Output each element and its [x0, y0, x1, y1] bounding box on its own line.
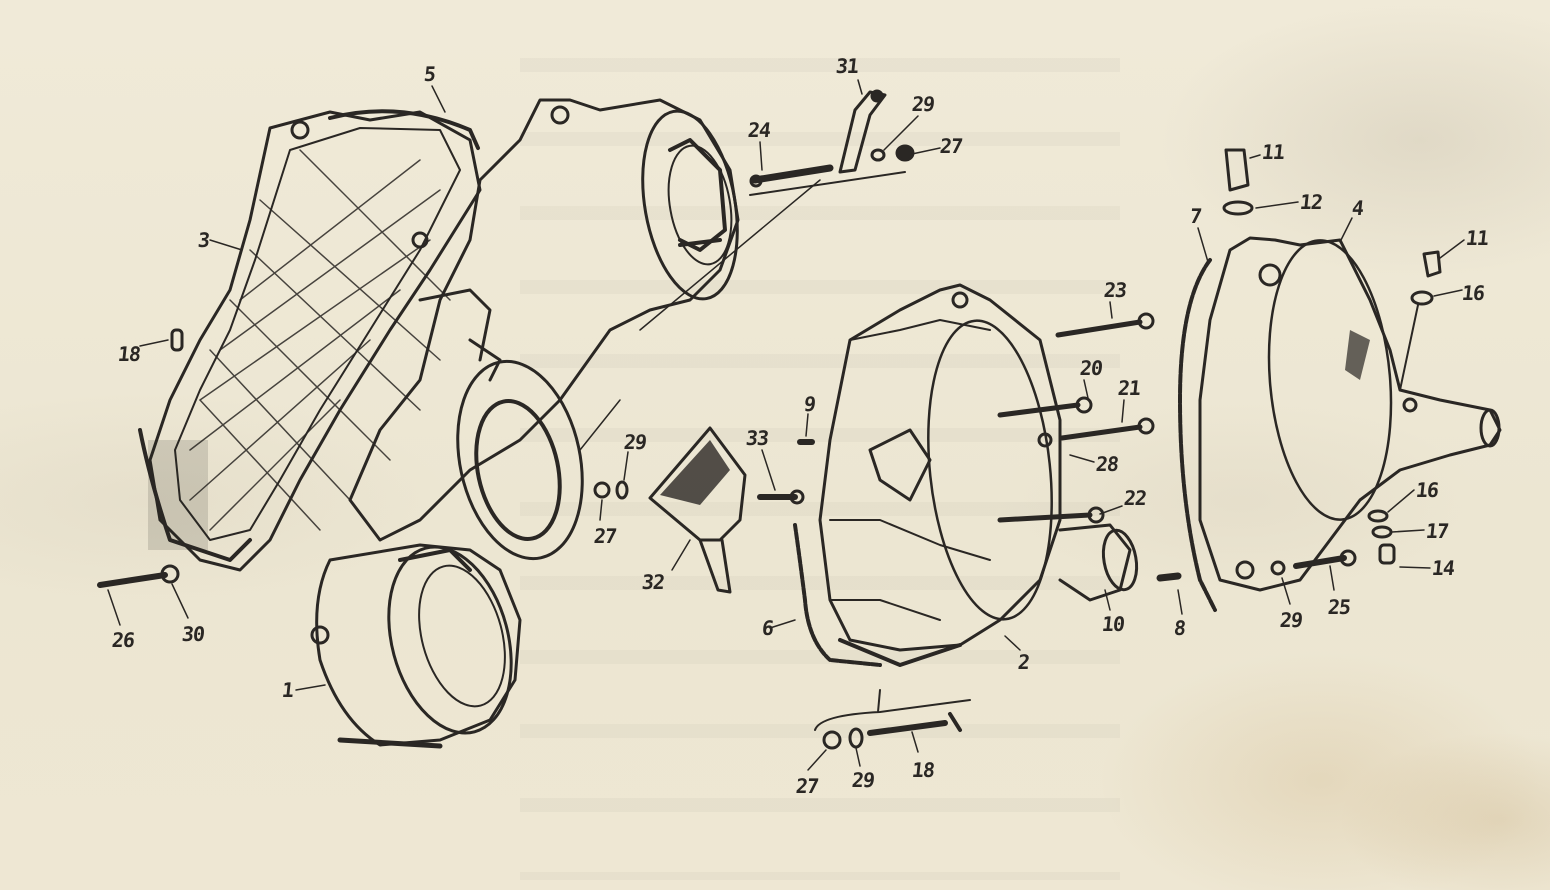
bolt-20 [997, 396, 1093, 418]
callout-29-mid: 29 [622, 430, 648, 454]
callout-25: 25 [1326, 595, 1352, 619]
part-6-gasket [793, 523, 882, 667]
callout-11-top: 11 [1260, 140, 1286, 164]
part-18-plug [170, 328, 184, 352]
bolt-21 [1059, 417, 1155, 441]
callout-27-top: 27 [938, 134, 964, 158]
part-7-gasket [1178, 258, 1217, 612]
callout-leader-lines [107, 79, 1465, 771]
part-29-washer [615, 480, 629, 500]
callout-30: 30 [180, 622, 206, 646]
callout-33: 33 [744, 426, 770, 450]
clutch-housing [418, 288, 584, 561]
callout-1: 1 [280, 678, 295, 702]
callout-4: 4 [1350, 196, 1365, 220]
callout-16-upper: 16 [1460, 281, 1486, 305]
callout-27-bottom: 27 [794, 774, 820, 798]
callout-29-bottom: 29 [850, 768, 876, 792]
part-3-gasket-frame [138, 110, 482, 572]
bolt-22 [997, 506, 1105, 524]
callout-11-right: 11 [1464, 226, 1490, 250]
callout-17: 17 [1424, 519, 1450, 543]
part-5-gasket [328, 109, 480, 150]
part-32-oil-deflector [648, 426, 747, 594]
washer-29-right [1270, 560, 1286, 576]
callout-29-right: 29 [1278, 608, 1304, 632]
callout-9: 9 [802, 392, 817, 416]
callout-27-mid: 27 [592, 524, 618, 548]
parts-16-17-14 [1367, 509, 1396, 565]
part-33-bolt [757, 489, 805, 505]
callout-10: 10 [1100, 612, 1126, 636]
callout-5: 5 [422, 62, 437, 86]
part-1-lower-cover [310, 543, 522, 749]
callout-22: 22 [1122, 486, 1148, 510]
bolt-26 [97, 564, 180, 588]
callout-26: 26 [110, 628, 136, 652]
left-crankcase-cover [348, 98, 740, 542]
part-2-right-cover [818, 283, 1139, 667]
callout-8: 8 [1172, 616, 1187, 640]
bolt-23 [1055, 312, 1155, 338]
callout-21: 21 [1116, 376, 1142, 400]
callout-7: 7 [1188, 204, 1203, 228]
washer-28 [1037, 432, 1053, 448]
callout-12: 12 [1298, 190, 1324, 214]
callout-18-bottom: 18 [910, 758, 936, 782]
callout-29-top: 29 [910, 92, 936, 116]
part-4-end-cover [1198, 236, 1502, 592]
callout-23: 23 [1102, 278, 1128, 302]
part-11-plug-right [1399, 250, 1442, 391]
callout-16-lower: 16 [1414, 478, 1440, 502]
callout-18-left: 18 [116, 342, 142, 366]
parts-24-31-29-27 [749, 89, 915, 196]
part-8-dowel [1156, 572, 1182, 582]
callout-2: 2 [1016, 650, 1031, 674]
bolt-25 [1293, 549, 1357, 569]
callout-20: 20 [1078, 356, 1104, 380]
callout-32: 32 [640, 570, 666, 594]
callout-3: 3 [196, 228, 211, 252]
callout-28: 28 [1094, 452, 1120, 476]
callout-14: 14 [1430, 556, 1456, 580]
bottom-bolt-group [814, 689, 971, 750]
part-11-plug-top [1222, 148, 1254, 216]
part-27-nut [593, 481, 611, 499]
callout-24: 24 [746, 118, 772, 142]
callout-6: 6 [760, 616, 775, 640]
callout-31: 31 [834, 54, 860, 78]
